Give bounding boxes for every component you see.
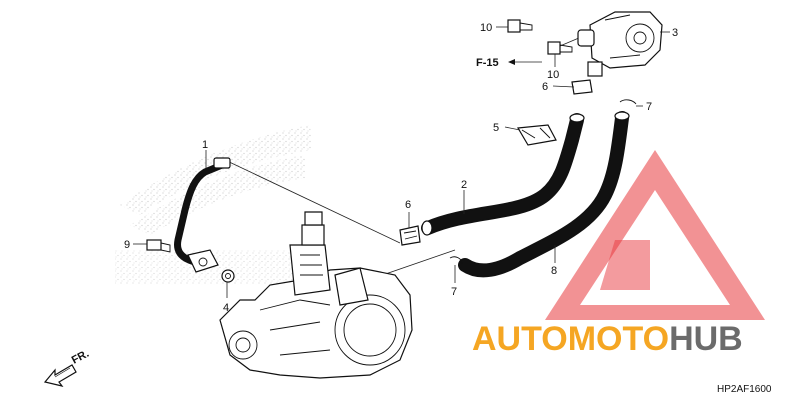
leader-lines [133,26,670,298]
callout-7-upper: 7 [646,101,652,113]
callout-6-lower: 6 [405,199,411,211]
watermark-text-hub: HUB [669,320,743,358]
callout-8: 8 [551,265,557,277]
clip-part-7-upper [619,99,637,105]
callout-4: 4 [223,302,229,314]
engine-assembly [219,211,413,379]
front-arrow-icon [43,364,77,387]
watermark-triangle [545,150,765,320]
front-label: FR. [70,348,91,367]
arrow-left-icon [508,59,515,65]
callout-7-lower: 7 [451,286,457,298]
hose-part-2 [421,113,585,236]
bolt-part-10-lower [547,41,573,55]
reference-f15: F-15 [476,57,542,69]
callout-5: 5 [493,122,499,134]
watermark-text-automoto: AUTOMOTO [472,320,669,358]
bolt-part-10-upper [507,19,533,33]
clip-part-6-upper [571,79,593,95]
reference-label: F-15 [476,57,499,69]
callout-6-upper: 6 [542,81,548,93]
watermark-triangle-inner [600,240,650,290]
clamp-part-5 [517,124,557,146]
hose-part-8 [458,111,630,278]
callout-1: 1 [202,139,208,151]
bolt-part-9 [146,239,171,253]
diagram-code: HP2AF1600 [717,384,772,395]
svg-text:AUTOMOTOHUB: AUTOMOTOHUB [472,320,743,358]
front-direction-indicator: FR. [43,348,91,387]
gasket-part-4 [221,269,235,283]
clip-part-7-lower [449,256,463,265]
clip-part-6-lower [399,225,421,246]
air-pipe-part-1 [174,157,231,273]
callout-10-upper: 10 [480,22,492,34]
watermark: AUTOMOTOHUB [472,150,765,358]
callout-3: 3 [672,27,678,39]
callout-10-lower: 10 [547,69,559,81]
callout-2: 2 [461,179,467,191]
air-valve-part-3 [577,11,663,77]
callout-9: 9 [124,239,130,251]
